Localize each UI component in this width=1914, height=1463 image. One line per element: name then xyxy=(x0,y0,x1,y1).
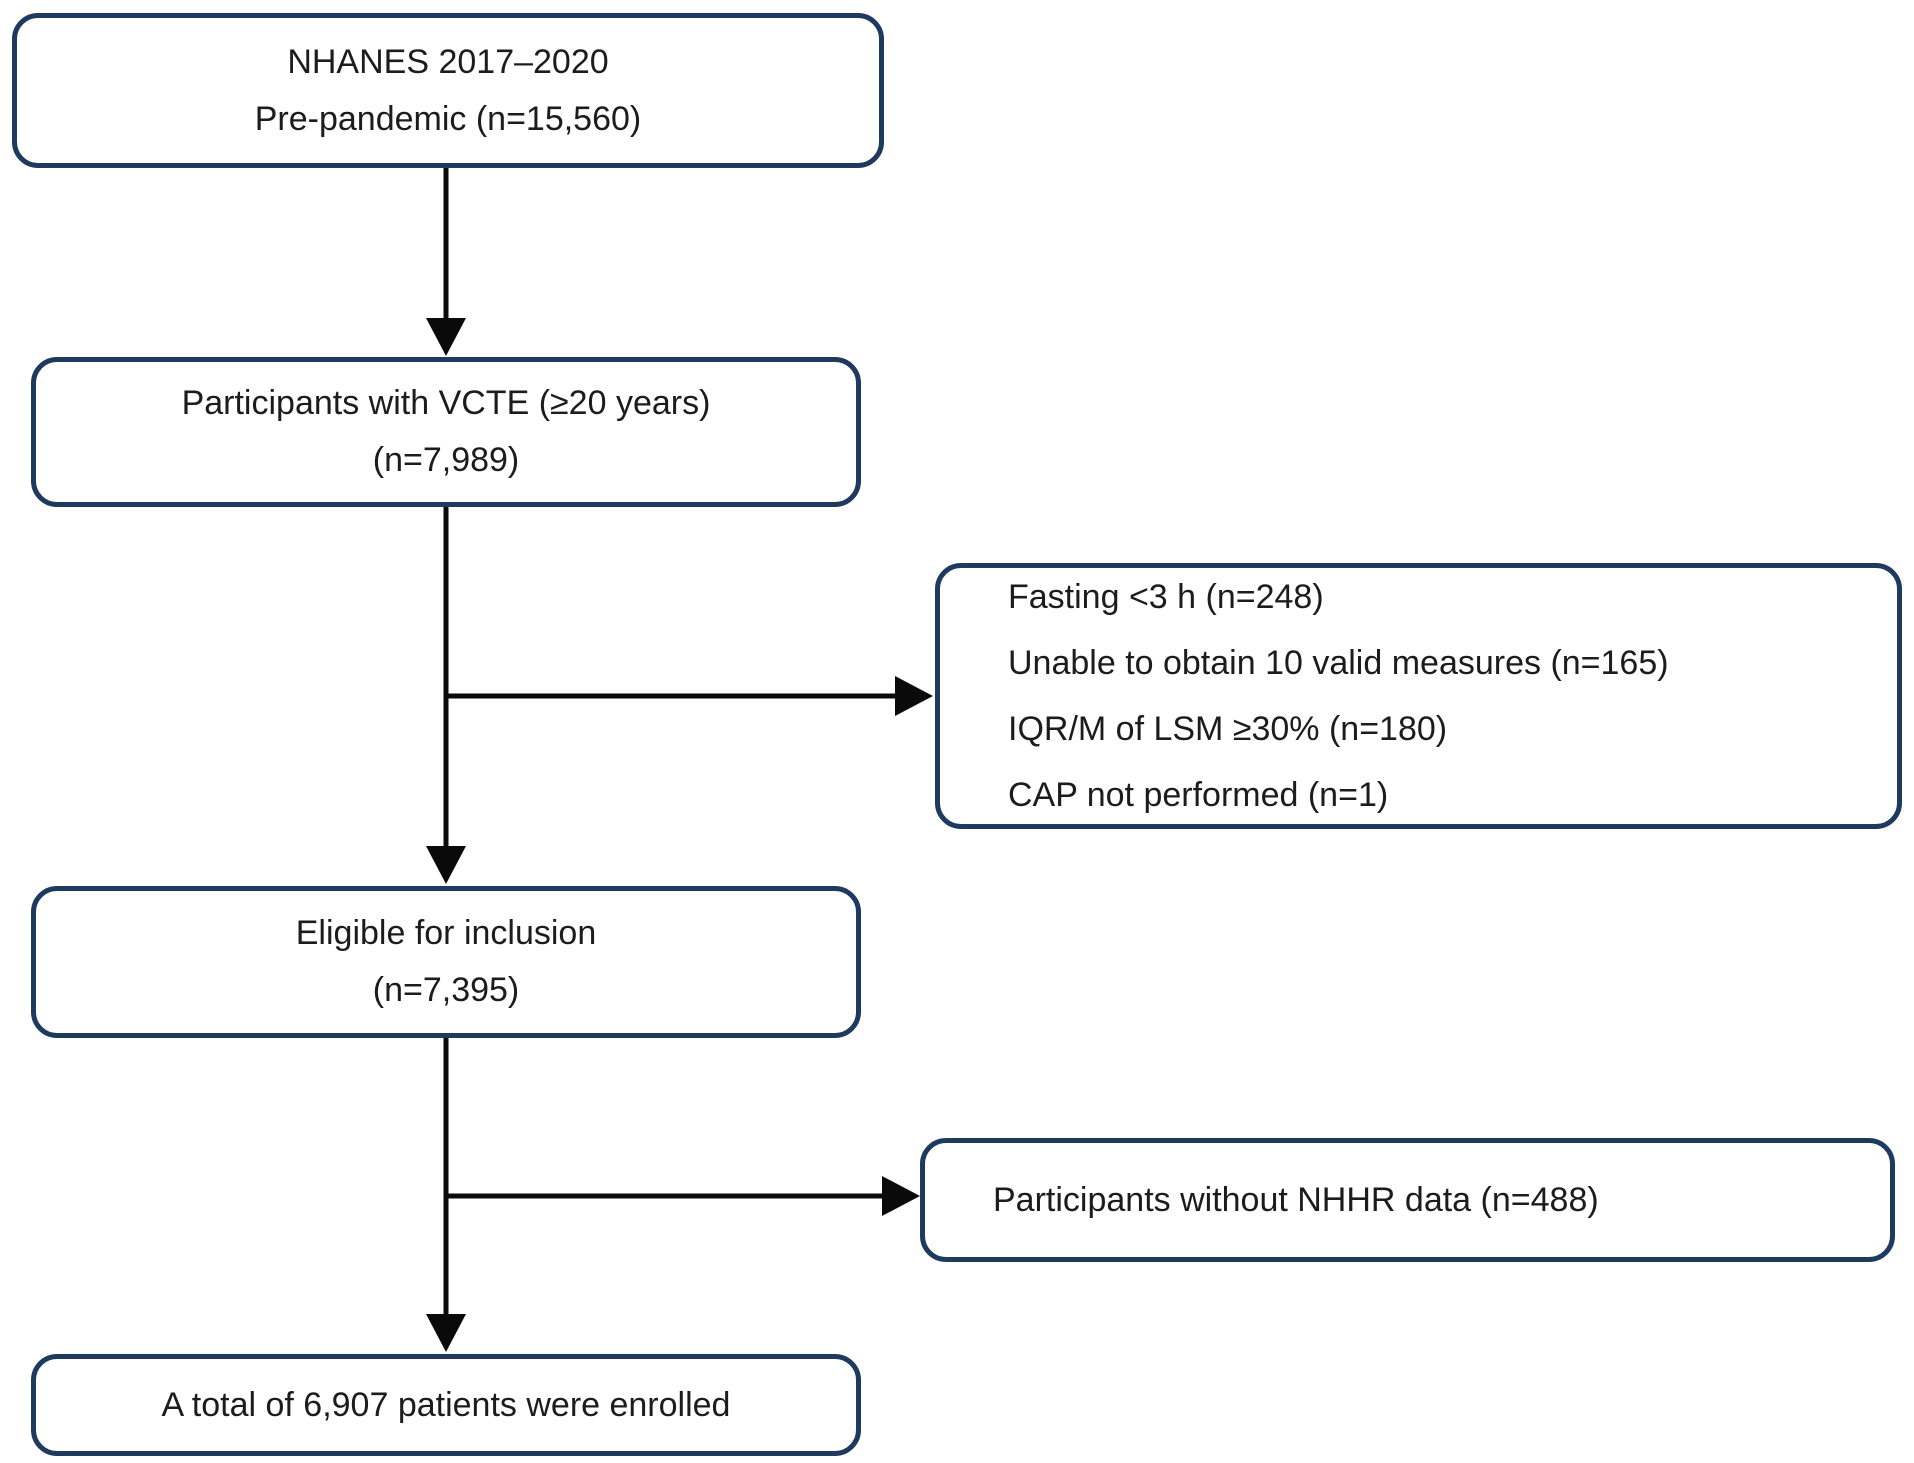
node-text-line: Participants without NHHR data (n=488) xyxy=(993,1180,1599,1219)
node-nhanes-source: NHANES 2017–2020 Pre-pandemic (n=15,560) xyxy=(12,13,884,168)
node-text-line: IQR/M of LSM ≥30% (n=180) xyxy=(1008,710,1448,748)
node-text-line: (n=7,989) xyxy=(372,441,520,479)
arrowhead-branch-exclusion-vcte xyxy=(895,676,933,716)
node-text-line: CAP not performed (n=1) xyxy=(1008,776,1389,814)
node-exclusion-vcte: Fasting <3 h (n=248) Unable to obtain 10… xyxy=(935,563,1902,829)
node-eligible-for-inclusion: Eligible for inclusion (n=7,395) xyxy=(31,886,861,1038)
node-total-enrolled: A total of 6,907 patients were enrolled xyxy=(31,1354,861,1456)
node-text-line: Participants with VCTE (≥20 years) xyxy=(181,384,711,422)
arrowhead-source-to-vcte xyxy=(426,318,466,356)
node-text-line: (n=7,395) xyxy=(372,971,520,1009)
node-vcte-participants: Participants with VCTE (≥20 years) (n=7,… xyxy=(31,357,861,507)
arrowhead-eligible-to-enrolled xyxy=(426,1314,466,1352)
arrowhead-vcte-to-eligible xyxy=(426,846,466,884)
node-text-line: Unable to obtain 10 valid measures (n=16… xyxy=(1008,644,1669,682)
arrowhead-branch-exclusion-nhhr xyxy=(882,1176,920,1216)
node-text-line: NHANES 2017–2020 xyxy=(287,42,609,81)
node-text-line: Eligible for inclusion xyxy=(295,914,597,952)
node-text-line: A total of 6,907 patients were enrolled xyxy=(161,1385,731,1424)
node-exclusion-nhhr: Participants without NHHR data (n=488) xyxy=(920,1138,1895,1262)
node-text-line: Fasting <3 h (n=248) xyxy=(1008,578,1324,616)
node-text-line: Pre-pandemic (n=15,560) xyxy=(254,99,642,138)
